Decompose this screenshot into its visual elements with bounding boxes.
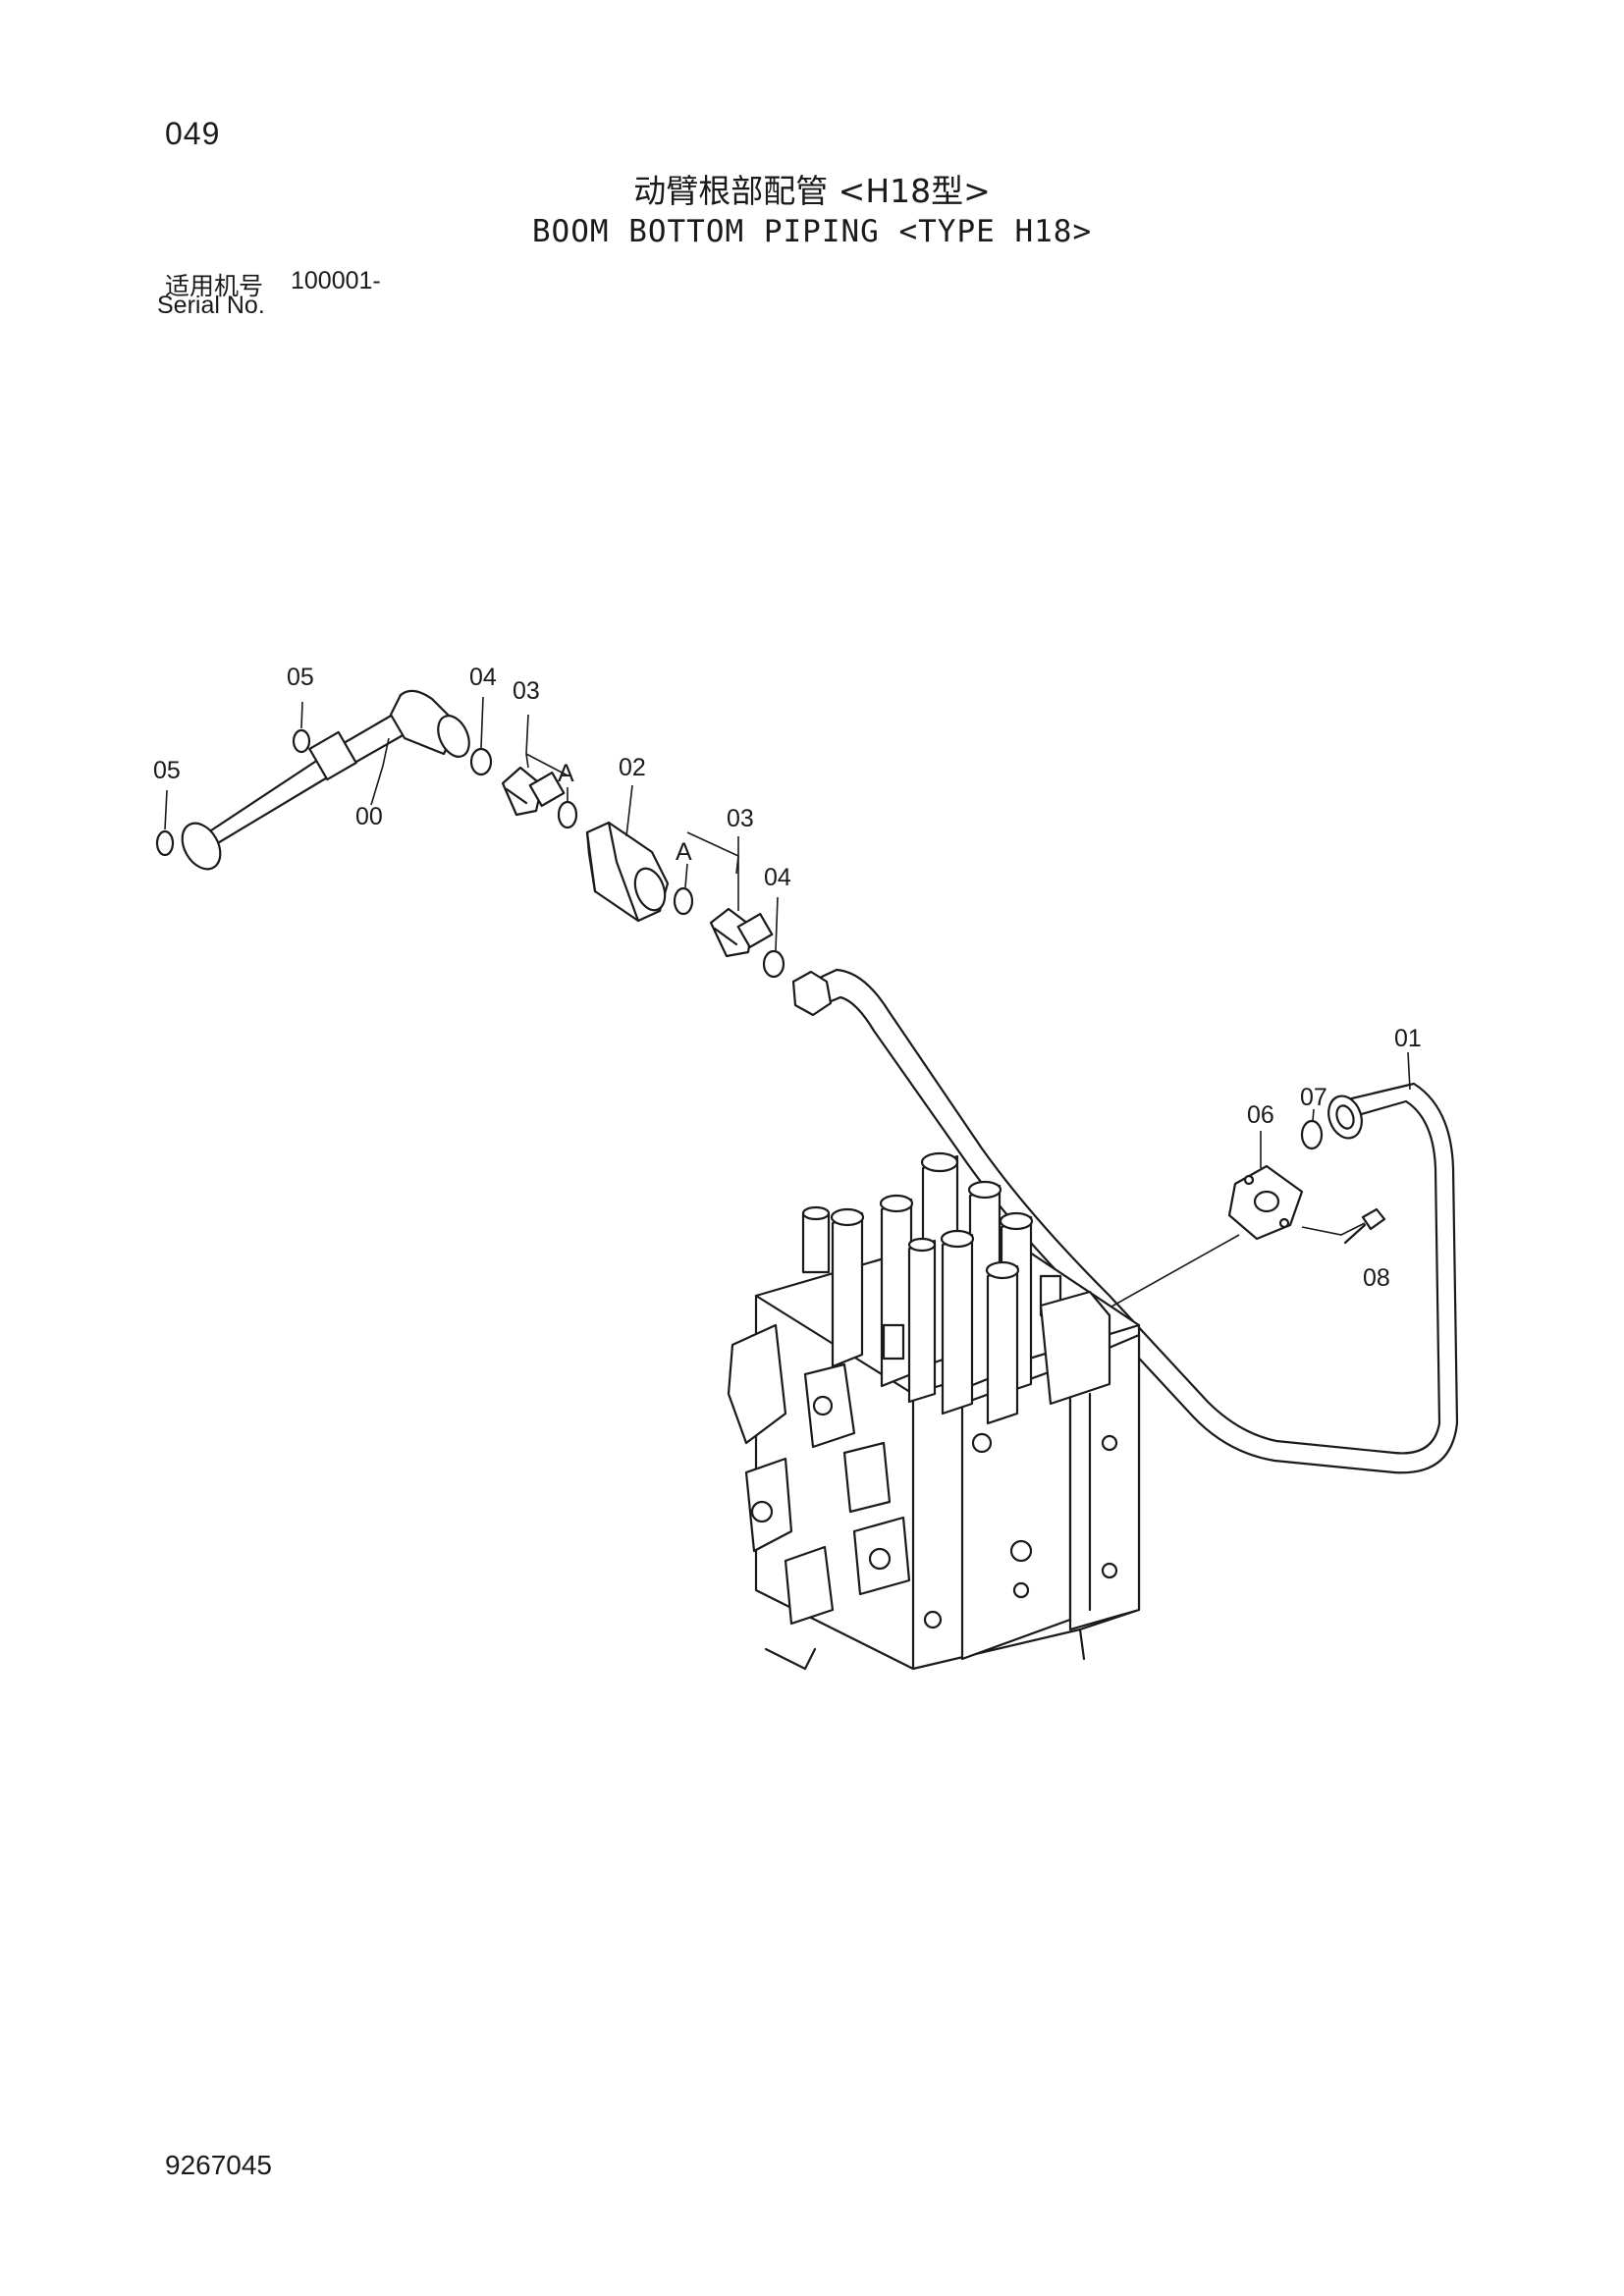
callout-03-top: 03 <box>513 677 540 705</box>
leader-02 <box>625 784 633 837</box>
callout-05-left: 05 <box>153 757 181 784</box>
callout-06: 06 <box>1247 1101 1274 1129</box>
callout-08: 08 <box>1363 1264 1390 1292</box>
callout-a-top: A <box>558 760 574 787</box>
callout-02: 02 <box>619 754 646 781</box>
part-00-bent-tube <box>181 689 470 871</box>
leader-00 <box>370 737 390 806</box>
callout-03-mid: 03 <box>727 805 754 832</box>
page-number: 049 <box>165 116 221 151</box>
leader-05-top <box>300 701 303 729</box>
leader-04-top <box>480 696 484 749</box>
part-06-split-flange <box>1227 1164 1304 1241</box>
part-07-oring <box>1300 1119 1324 1150</box>
leader-a-mid <box>684 863 688 888</box>
callout-01: 01 <box>1394 1025 1422 1052</box>
part-02-valve-body <box>585 821 670 923</box>
document-number: 9267045 <box>165 2150 273 2180</box>
callout-00: 00 <box>355 803 383 830</box>
callout-04-mid: 04 <box>764 864 791 891</box>
serial-label-english: Serial No. <box>157 292 265 319</box>
leader-03-top <box>525 714 568 776</box>
part-oring-a-top <box>557 800 578 829</box>
callout-04-top: 04 <box>469 664 497 691</box>
leader-01 <box>1407 1051 1411 1091</box>
part-05-oring-left <box>155 829 175 857</box>
part-01-long-pipe <box>791 968 1459 1474</box>
leader-03-mid-bracket <box>686 831 739 875</box>
part-08-bolt <box>1343 1207 1386 1245</box>
serial-label-chinese: 适用机号 <box>165 272 264 300</box>
title-english: BOOM BOTTOM PIPING <TYPE H18> <box>531 214 1093 249</box>
title-chinese: 动臂根部配管 <H18型> <box>633 172 991 210</box>
part-04-oring-mid <box>762 949 785 979</box>
callout-07: 07 <box>1300 1084 1327 1111</box>
part-04-oring-top <box>469 747 493 776</box>
leader-08 <box>1301 1222 1366 1236</box>
serial-number-value: 100001- <box>291 267 381 294</box>
leader-06-to-valve <box>1095 1234 1240 1316</box>
leader-05-left <box>164 789 168 830</box>
part-oring-a-mid <box>673 886 694 916</box>
callout-a-mid: A <box>676 838 692 866</box>
control-valve-assembly <box>727 1151 1141 1671</box>
leader-07 <box>1312 1108 1315 1122</box>
part-03-adapter-top <box>501 766 566 817</box>
part-05-oring-top <box>292 728 311 754</box>
callout-05-top: 05 <box>287 664 314 691</box>
part-03-adapter-mid <box>709 907 774 958</box>
leader-04-mid <box>775 896 779 951</box>
